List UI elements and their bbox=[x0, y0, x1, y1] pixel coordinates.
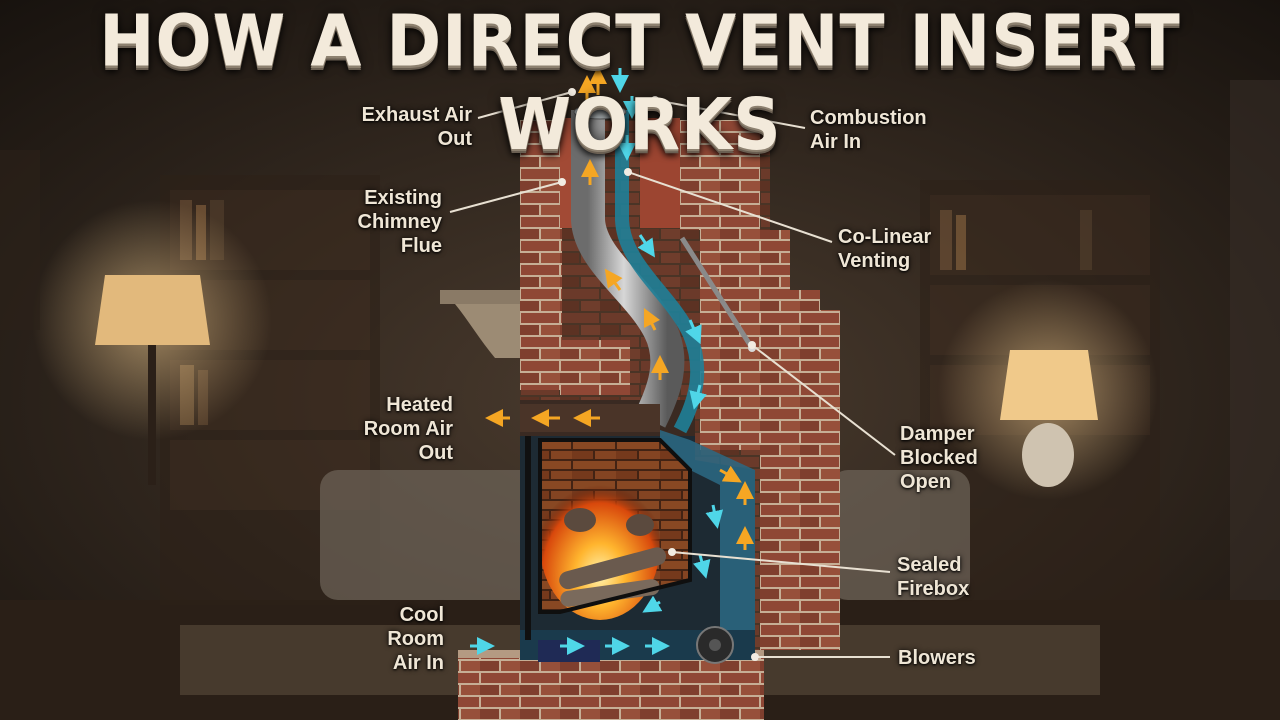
label-damper-blocked-open: Damper Blocked Open bbox=[900, 423, 978, 493]
label-cool-room-air-in: Cool Room Air In bbox=[387, 604, 444, 674]
label-co-linear-venting: Co-Linear Venting bbox=[838, 226, 932, 272]
label-existing-chimney-flue: Existing Chimney Flue bbox=[357, 187, 442, 257]
leader-exhaust bbox=[477, 91, 573, 119]
label-combustion-air-in: Combustion Air In bbox=[810, 107, 927, 153]
label-heated-room-air-out: Heated Room Air Out bbox=[363, 394, 453, 464]
leader-damper bbox=[751, 344, 896, 456]
leader-combustion bbox=[654, 99, 806, 129]
label-sealed-firebox: Sealed Firebox bbox=[897, 554, 970, 600]
leader-chimney-flue bbox=[449, 181, 563, 213]
page-title: HOW A DIRECT VENT INSERT WORKS bbox=[99, 0, 1181, 167]
leader-sealed-firebox bbox=[671, 551, 891, 573]
label-blowers: Blowers bbox=[898, 647, 976, 669]
leader-co-linear bbox=[627, 171, 833, 243]
label-exhaust-air-out: Exhaust Air Out bbox=[361, 104, 472, 150]
